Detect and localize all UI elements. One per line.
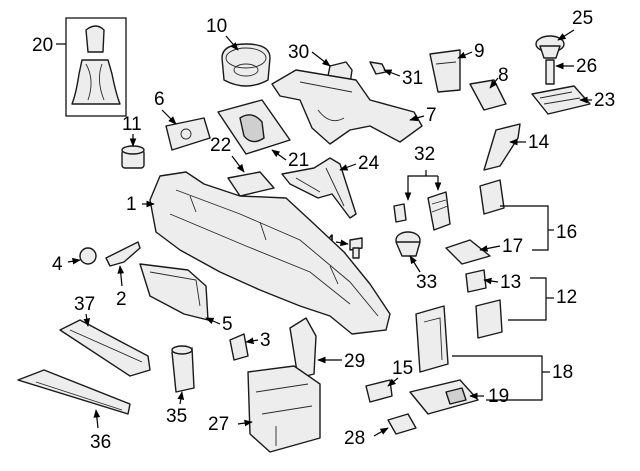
callout-31: 31	[402, 68, 423, 89]
part-33-socket[interactable]	[395, 231, 421, 257]
callout-13: 13	[500, 272, 521, 293]
callout-9: 9	[474, 41, 485, 62]
part-6-panel[interactable]	[165, 117, 211, 151]
part-34-bolt[interactable]	[349, 237, 363, 259]
callout-1: 1	[126, 194, 137, 215]
part-5-side-panel[interactable]	[139, 263, 209, 321]
callout-10: 10	[206, 16, 227, 37]
part-20-shift-boot-inset[interactable]	[65, 17, 127, 117]
part-37-trim[interactable]	[59, 319, 151, 377]
part-25-shift-knob[interactable]	[535, 35, 565, 59]
part-32-lighter[interactable]	[393, 191, 451, 231]
part-23-shifter-bezel[interactable]	[531, 85, 591, 115]
callout-3: 3	[260, 330, 271, 351]
callout-6: 6	[154, 89, 165, 110]
callout-8: 8	[498, 65, 509, 86]
callout-14: 14	[528, 132, 550, 153]
part-26-shift-rod[interactable]	[545, 59, 555, 85]
callout-11: 11	[122, 114, 142, 135]
callout-27: 27	[208, 414, 229, 435]
part-9-bin[interactable]	[429, 49, 461, 93]
part-2-bracket[interactable]	[105, 241, 141, 267]
callout-29: 29	[344, 351, 365, 372]
callout-23: 23	[594, 90, 615, 111]
part-12-cover[interactable]	[475, 299, 503, 339]
callout-30: 30	[288, 42, 309, 63]
part-15-pad[interactable]	[365, 379, 393, 403]
part-19-tray[interactable]	[409, 379, 479, 415]
callout-25: 25	[572, 8, 593, 29]
callout-37: 37	[74, 294, 95, 315]
part-4-cap[interactable]	[79, 247, 97, 265]
callout-2: 2	[116, 289, 127, 310]
callout-32: 32	[414, 144, 435, 165]
part-1-main-console[interactable]	[149, 171, 391, 335]
part-21-shift-surround[interactable]	[217, 99, 291, 155]
part-17-bracket[interactable]	[445, 239, 491, 265]
part-14-trim[interactable]	[483, 123, 521, 171]
part-3-clip[interactable]	[229, 333, 249, 361]
callout-19: 19	[488, 386, 509, 407]
part-13-switch[interactable]	[465, 269, 487, 293]
part-35-tube[interactable]	[171, 345, 195, 393]
part-18-panel[interactable]	[415, 305, 449, 373]
callout-15: 15	[392, 358, 413, 379]
part-36-rail[interactable]	[17, 369, 131, 415]
callout-28: 28	[344, 428, 365, 449]
part-31-bulb[interactable]	[369, 61, 387, 75]
part-27-housing[interactable]	[247, 365, 321, 453]
callout-20: 20	[32, 35, 53, 56]
part-24-frame[interactable]	[281, 157, 357, 219]
callout-26: 26	[576, 56, 597, 77]
callout-24: 24	[358, 153, 380, 174]
callout-36: 36	[90, 432, 111, 453]
callout-12: 12	[556, 287, 577, 308]
callout-22: 22	[210, 135, 231, 156]
part-16-cover[interactable]	[479, 179, 505, 215]
callout-4: 4	[52, 254, 63, 275]
callout-16: 16	[556, 222, 577, 243]
callout-21: 21	[288, 150, 309, 171]
part-11-knob[interactable]	[121, 145, 145, 169]
callout-5: 5	[222, 314, 233, 335]
callout-35: 35	[166, 406, 187, 427]
callout-17: 17	[502, 236, 523, 257]
part-10-cup-holder[interactable]	[221, 43, 271, 87]
callout-18: 18	[552, 362, 573, 383]
part-28-bracket[interactable]	[387, 413, 417, 435]
part-22-trim[interactable]	[227, 171, 275, 197]
part-7-upper-trim[interactable]	[271, 69, 423, 145]
callout-33: 33	[416, 272, 437, 293]
callout-7: 7	[426, 105, 437, 126]
